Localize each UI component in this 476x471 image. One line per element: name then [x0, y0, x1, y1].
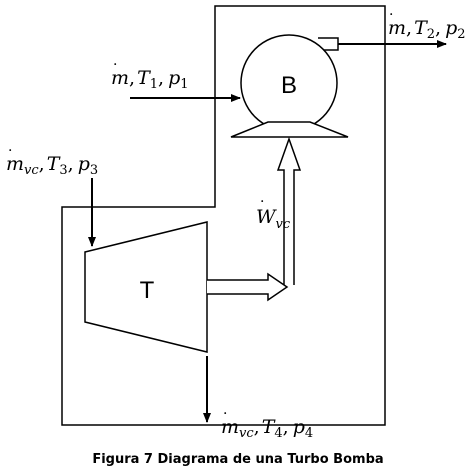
pump-label: B: [281, 72, 297, 99]
svg-text:·: ·: [389, 7, 393, 23]
turbine-inlet-label: mvc,T3,p3 ·: [6, 143, 98, 178]
svg-text:mvc,T4,p4: mvc,T4,p4: [221, 416, 313, 441]
pump: B: [230, 34, 349, 138]
svg-text:·: ·: [8, 143, 12, 159]
turbine-body: [84, 221, 208, 353]
control-volume-boundary: [61, 5, 386, 426]
svg-text:·: ·: [113, 57, 117, 73]
svg-text:m,T2,p2: m,T2,p2: [388, 17, 466, 42]
svg-text:m,T1,p1: m,T1,p1: [111, 67, 189, 92]
work-label: Wvc ·: [256, 194, 291, 232]
svg-text:·: ·: [223, 406, 227, 422]
pump-base: [230, 121, 349, 138]
pump-inlet-label: m,T1,p1 ·: [111, 57, 189, 92]
svg-text:Wvc: Wvc: [256, 206, 291, 232]
svg-text:·: ·: [260, 194, 264, 210]
svg-text:mvc,T3,p3: mvc,T3,p3: [6, 153, 98, 178]
figure-caption: Figura 7 Diagrama de una Turbo Bomba: [92, 452, 383, 467]
pump-outlet-label: m,T2,p2 ·: [388, 7, 466, 42]
turbine-label: T: [140, 277, 155, 304]
turbine-outlet-label: mvc,T4,p4 ·: [221, 406, 313, 441]
work-transfer-arrow: [207, 136, 302, 302]
turbine: T: [84, 221, 208, 353]
